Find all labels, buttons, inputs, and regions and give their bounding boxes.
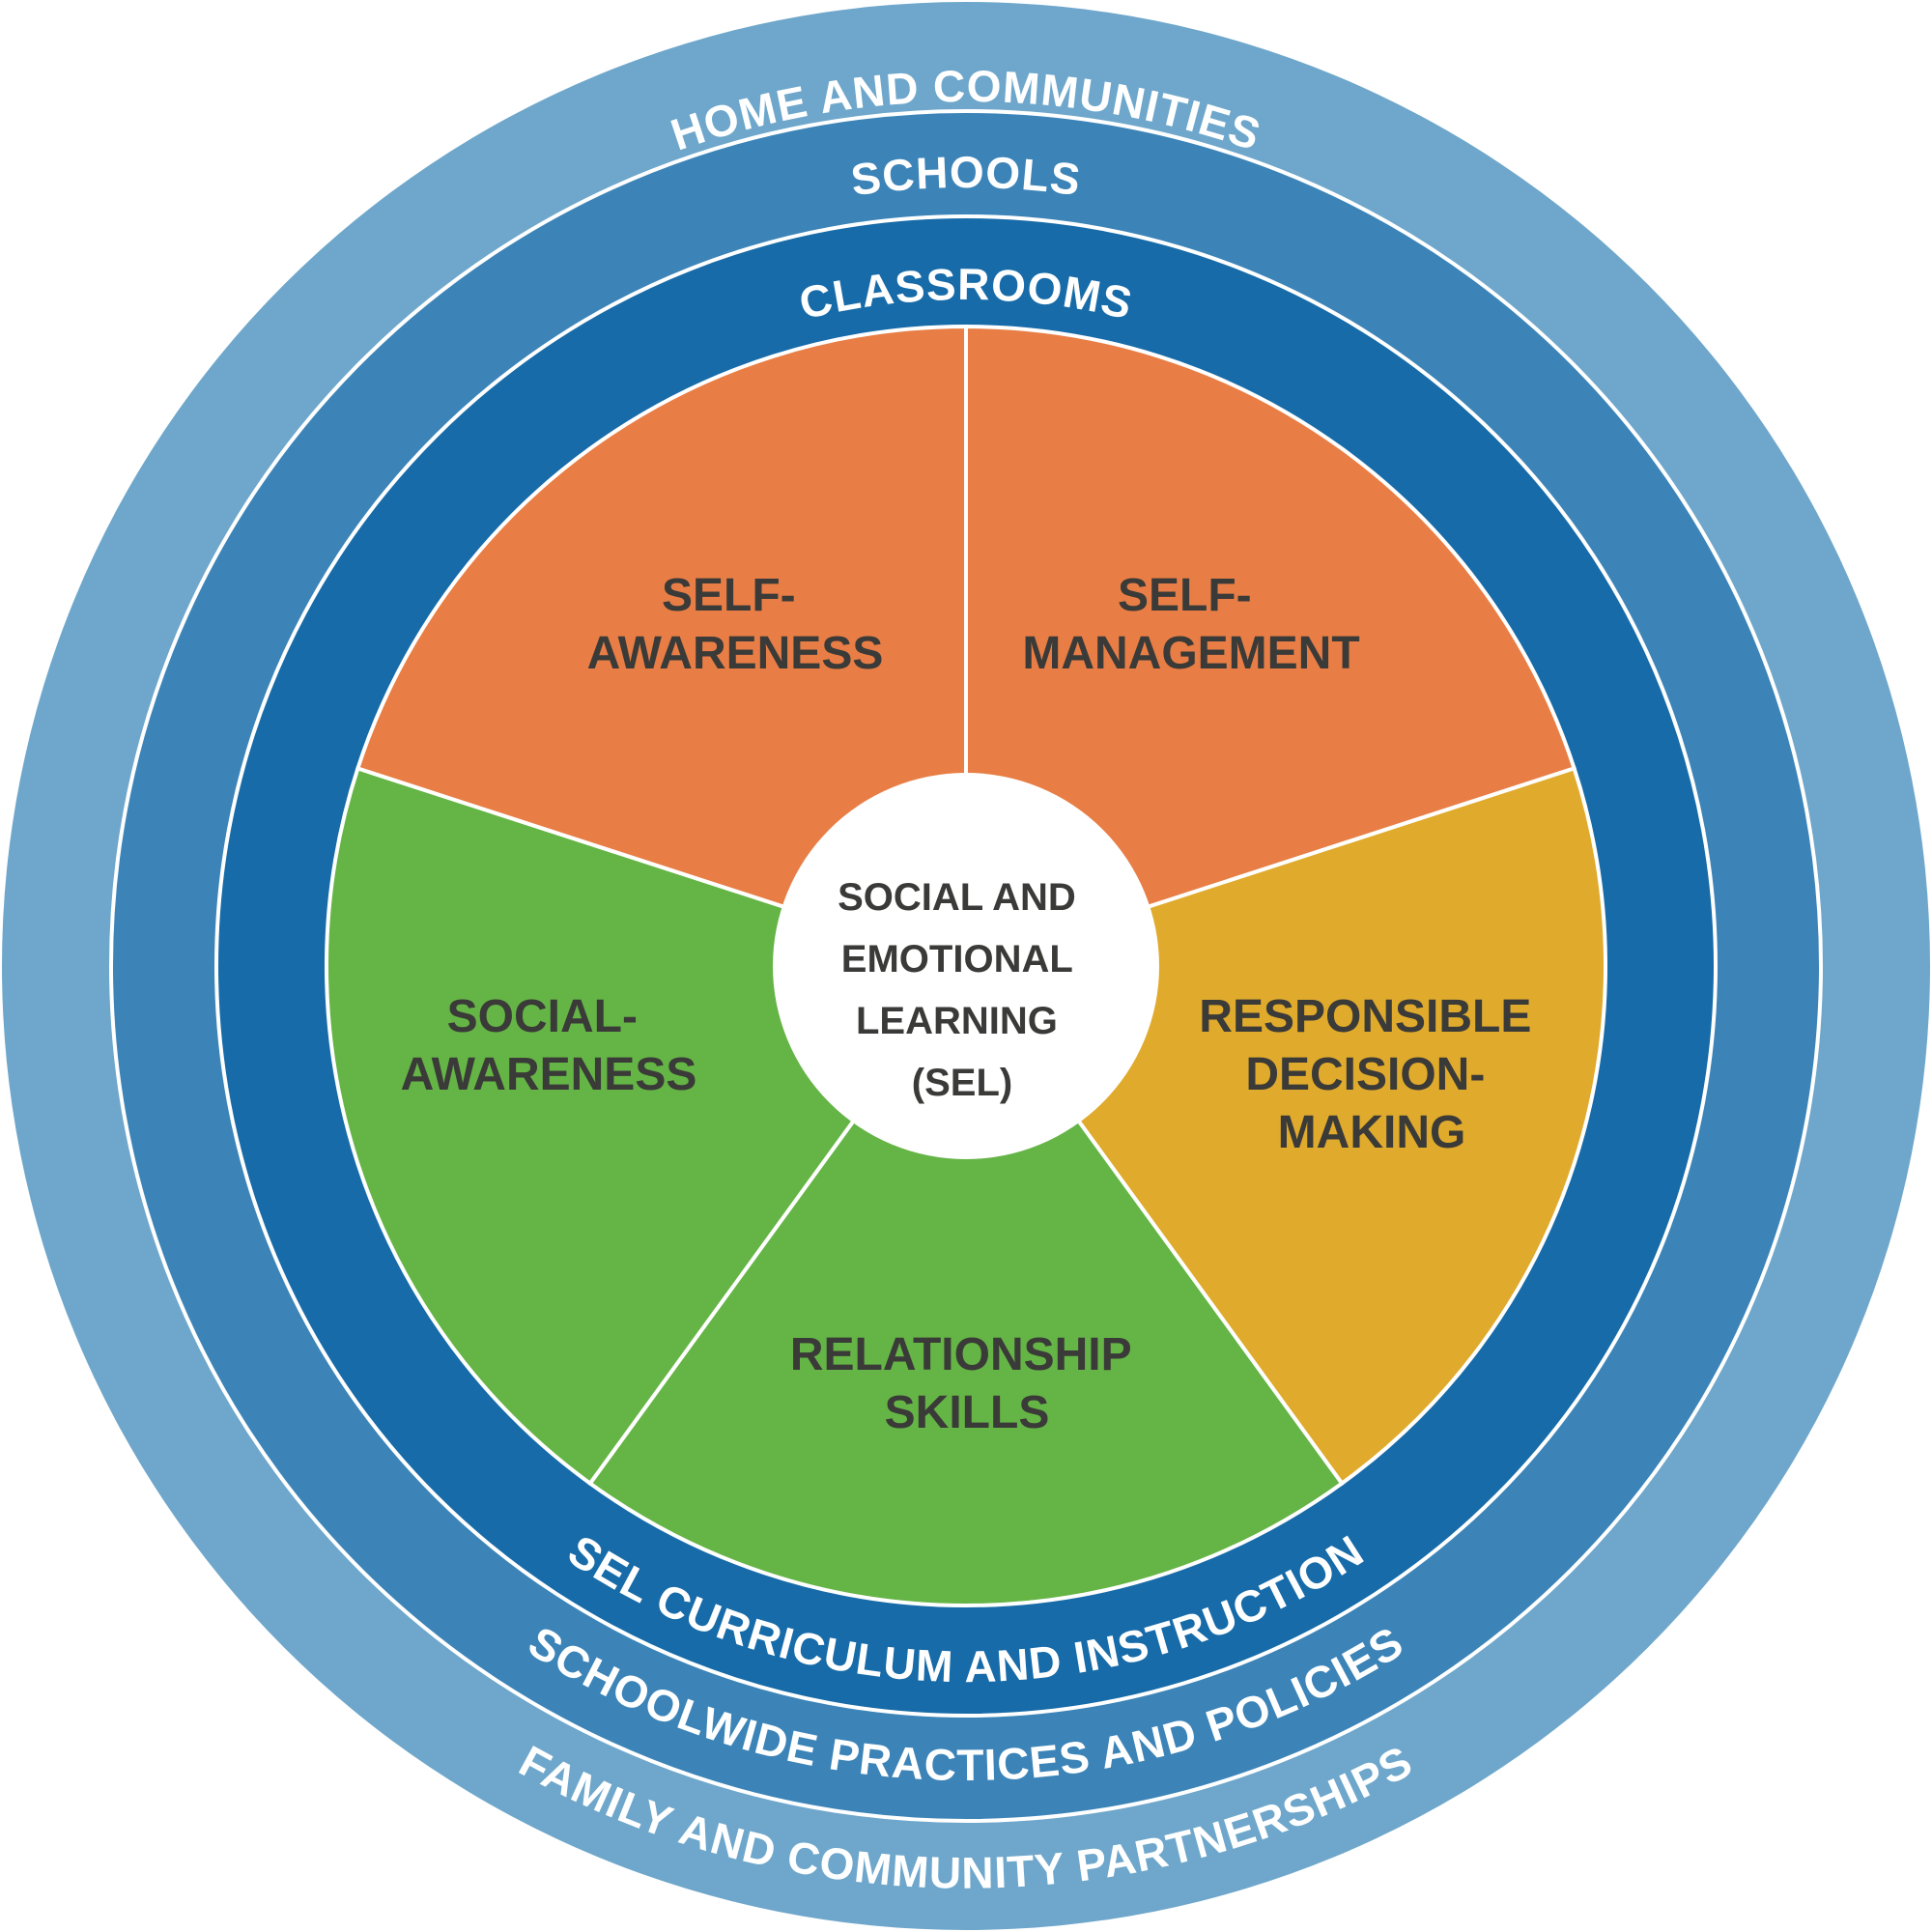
label-relationship-skills: RELATIONSHIP SKILLS (790, 1329, 1144, 1438)
center-title: SOCIAL AND EMOTIONAL LEARNING (SEL) (838, 876, 1087, 1104)
label-self-management: SELF- MANAGEMENT (1022, 570, 1359, 679)
slice-self-awareness[interactable] (355, 324, 968, 969)
label-social-awareness: SOCIAL- AWARENESS (401, 991, 697, 1100)
label-responsible-decision-making: RESPONSIBLE DECISION- MAKING (1199, 991, 1544, 1158)
ring-label-schools: SCHOOLS (848, 147, 1084, 205)
pie (325, 324, 1607, 1607)
slice-relationship-skills[interactable] (587, 962, 1345, 1607)
slice-self-management[interactable] (964, 324, 1577, 969)
label-self-awareness: SELF- AWARENESS (587, 570, 884, 679)
center-circle (773, 773, 1159, 1159)
